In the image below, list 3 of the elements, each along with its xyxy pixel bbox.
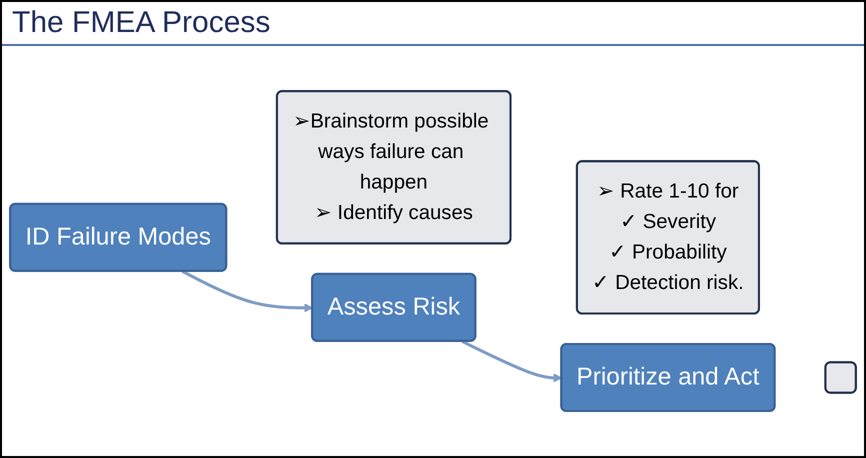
- diagram-title: The FMEA Process: [2, 2, 864, 46]
- arrow: [182, 270, 314, 312]
- arrow: [462, 340, 562, 382]
